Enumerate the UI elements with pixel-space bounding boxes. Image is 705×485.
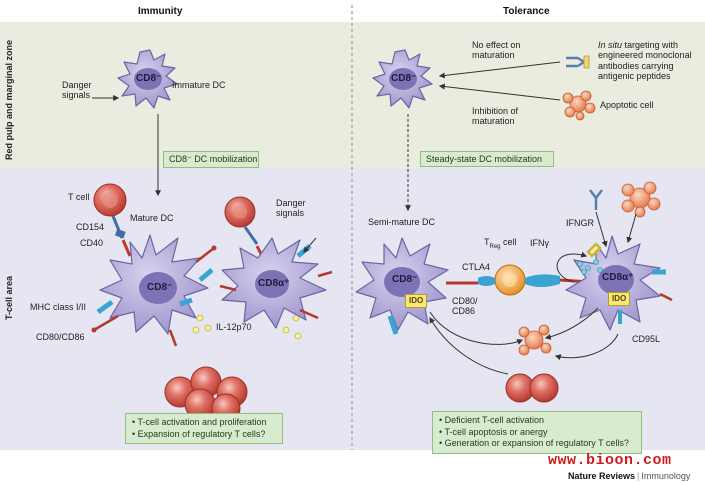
semi-mature-dc (355, 237, 449, 331)
ido-right-badge: IDO (608, 292, 631, 306)
costim-receptors (91, 245, 217, 347)
in-situ-label: In situ targeting with engineered monocl… (598, 40, 692, 81)
mature-dc (99, 234, 209, 335)
outcome-bullet: • Generation or expansion of regulatory … (439, 438, 629, 449)
apoptotic-cell-middle (518, 324, 552, 356)
tolerance-outcome-box: • Deficient T-cell activation • T-cell a… (432, 411, 642, 455)
outcome-text: T-cell apoptosis or anergy (444, 426, 548, 437)
danger-signals-label-2: Danger signals (276, 198, 306, 219)
apoptotic-cell-top (562, 90, 596, 121)
watermark: www.bioon.com (548, 452, 672, 469)
semi-mature-dc-label: Semi-mature DC (368, 217, 436, 227)
cd8-top-right-label: CD8⁻ (391, 73, 417, 84)
cd40-receptor (121, 239, 132, 257)
cd8-mature-label: CD8⁻ (147, 282, 173, 293)
outcome-text: Expansion of regulatory T cells? (137, 428, 266, 439)
anergic-t-cells (505, 373, 559, 403)
outcome-bullet: • T-cell activation and proliferation (132, 417, 267, 427)
ifngr-label: IFNGR (566, 218, 594, 228)
in-situ-italic: In situ (598, 40, 623, 50)
cd8-semi-label: CD8⁻ (392, 274, 418, 285)
ctla4-label: CTLA4 (462, 262, 491, 272)
treg-cell-text: cell (500, 237, 517, 247)
ifng-loop-arrow (556, 251, 588, 283)
cd8a-dc-left (221, 237, 327, 329)
cd154-label: CD154 (76, 222, 105, 232)
cd95l-label: CD95L (632, 334, 661, 344)
cd8a-right-label: CD8α⁺ (602, 272, 634, 283)
steady-state-mobilization-box: Steady-state DC mobilization (420, 151, 554, 167)
antibody-icon-2 (589, 189, 603, 210)
no-effect-arrow (438, 61, 561, 79)
il12-dots (192, 314, 302, 340)
immature-dc-tolerance (372, 49, 433, 109)
outcome-text: Deficient T-cell activation (444, 415, 545, 425)
mhc-label: MHC class I/II (30, 302, 87, 312)
treg-sub: Reg (489, 243, 501, 250)
cd8-top-left-label: CD8⁻ (136, 73, 162, 84)
immature-dc-label: Immature DC (172, 80, 226, 90)
ifngr-receptor (586, 242, 602, 258)
in-situ-rest: targeting with engineered monoclonal ant… (598, 40, 692, 82)
ifng-label: IFNγ (530, 238, 549, 248)
ido-left-badge: IDO (405, 294, 428, 308)
apoptotic-label: Apoptotic cell (600, 100, 654, 110)
outcome-text: T-cell activation and proliferation (137, 417, 267, 427)
mature-dc-label: Mature DC (130, 213, 174, 223)
outcome-bullet: • Expansion of regulatory T cells? (132, 428, 266, 439)
ido-arrow-left (429, 311, 524, 345)
cd80-cd86-label-right: CD80/ CD86 (452, 296, 478, 317)
immunity-header: Immunity (138, 6, 183, 17)
apoptotic-cell-right (621, 181, 661, 218)
inhibition-arrow (438, 83, 561, 101)
treg-t: T (484, 237, 490, 247)
journal-name: Nature Reviews (568, 471, 636, 481)
t-cell-label: T cell (68, 192, 90, 202)
cd8a-left-label: CD8α⁺ (258, 278, 290, 289)
outcome-bullet: • T-cell apoptosis or anergy (439, 426, 548, 437)
inhibition-label: Inhibition of maturation (472, 106, 519, 127)
cd95l-arrow (554, 333, 619, 361)
treg-label: TReg cell (484, 237, 517, 251)
zone-label-bottom: T-cell area (4, 275, 14, 320)
immature-dc (117, 49, 178, 109)
danger-signals-label: Danger signals (62, 80, 92, 101)
mhc-receptors (96, 268, 214, 315)
ido-arrow-right (544, 307, 599, 340)
cd8a-dc-right (565, 235, 661, 331)
ctla4-bridge (478, 276, 495, 286)
cd40-label: CD40 (80, 238, 104, 248)
journal-credit: Nature Reviews|Immunology (568, 471, 691, 481)
il12-label: IL-12p70 (216, 322, 252, 332)
tolerance-header: Tolerance (503, 6, 550, 17)
cd80-cd86-label-left: CD80/CD86 (36, 332, 85, 342)
treg-cell (494, 264, 526, 296)
cd8-mobilization-box: CD8⁻ DC mobilization (163, 151, 259, 168)
outcome-text: Generation or expansion of regulatory T … (444, 438, 629, 449)
zone-label-top: Red pulp and marginal zone (4, 39, 14, 160)
ifng-dots (577, 259, 603, 275)
journal-section: Immunology (641, 471, 691, 481)
immunity-outcome-box: • T-cell activation and proliferation • … (125, 413, 283, 445)
antibody-icon (566, 55, 590, 69)
no-effect-label: No effect on maturation (472, 40, 521, 61)
outcome-bullet: • Deficient T-cell activation (439, 415, 545, 425)
